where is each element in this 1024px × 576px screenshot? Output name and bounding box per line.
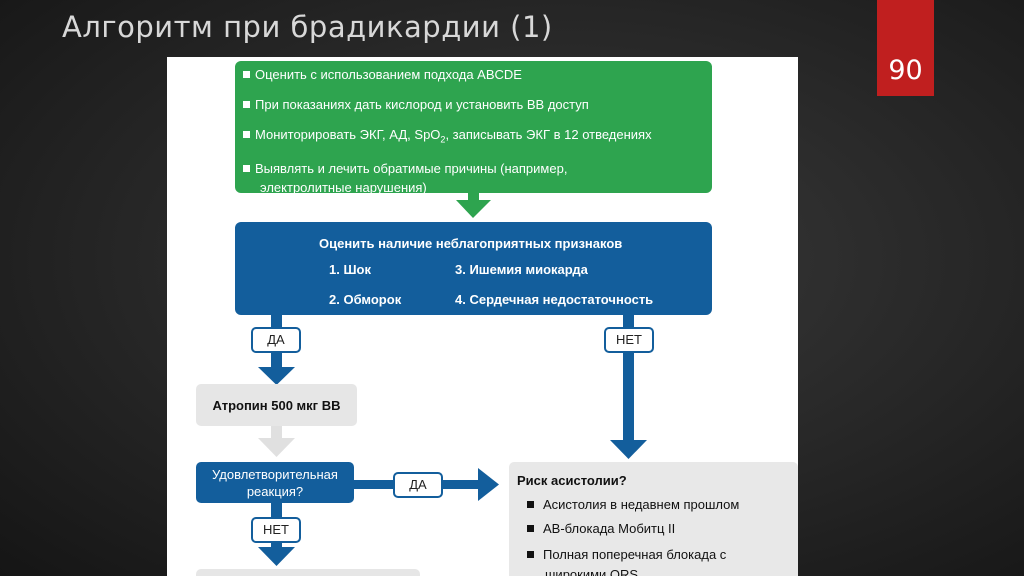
bullet-icon (527, 501, 534, 508)
risk-item-1: Асистолия в недавнем прошлом (527, 497, 739, 512)
sign-syncope: 2. Обморок (329, 292, 402, 307)
no-label-1: НЕТ (604, 327, 654, 353)
assess-item-4-cont: электролитные нарушения) (260, 180, 427, 195)
bullet-icon (243, 131, 250, 138)
slide-title: Алгоритм при брадикардии (1) (62, 10, 553, 44)
bullet-icon (243, 71, 250, 78)
bullet-icon (527, 525, 534, 532)
sign-heart-failure: 4. Сердечная недостаточность (455, 292, 654, 307)
assess-box: Оценить с использованием подхода ABCDE П… (235, 61, 712, 195)
risk-item-2: АВ-блокада Мобитц II (527, 521, 675, 536)
adverse-title: Оценить наличие неблагоприятных признако… (319, 236, 623, 251)
arrow-head-gray (258, 438, 295, 457)
response-box: Удовлетворительная реакция? (196, 462, 354, 503)
arrow-head-yes (258, 367, 295, 385)
assess-item-4: Выявлять и лечить обратимые причины (нап… (243, 160, 567, 177)
sign-shock: 1. Шок (329, 262, 371, 277)
arrow-head-1 (456, 200, 491, 218)
risk-item-3-cont: широкими QRS (545, 567, 639, 576)
arrow-shaft-1 (468, 193, 479, 201)
asystole-risk-box: Риск асистолии? Асистолия в недавнем про… (509, 462, 798, 576)
assess-item-2: При показаниях дать кислород и установит… (243, 96, 589, 113)
arrow-head-yes-2 (478, 468, 499, 501)
arrow-head-no-2 (258, 547, 295, 566)
assess-item-3: Мониторировать ЭКГ, АД, SpO2, записывать… (243, 126, 652, 149)
arrow-shaft-no (623, 315, 634, 442)
bullet-icon (243, 165, 250, 172)
response-line-2: реакция? (246, 484, 304, 499)
bullet-icon (243, 101, 250, 108)
arrow-head-no (610, 440, 647, 459)
atropine-box: Атропин 500 мкг ВВ (196, 384, 357, 426)
yes-label-2: ДА (393, 472, 443, 498)
no-label-2: НЕТ (251, 517, 301, 543)
sign-ischemia: 3. Ишемия миокарда (455, 262, 588, 277)
adverse-signs-box: Оценить наличие неблагоприятных признако… (235, 222, 712, 315)
flowchart-canvas: Оценить с использованием подхода ABCDE П… (167, 57, 798, 576)
bullet-icon (527, 551, 534, 558)
arrow-shaft-gray (271, 426, 282, 440)
risk-title: Риск асистолии? (517, 473, 627, 488)
response-line-1: Удовлетворительная (212, 467, 338, 482)
next-step-box (196, 569, 420, 576)
risk-item-3: Полная поперечная блокада с (527, 547, 726, 562)
page-number-badge: 90 (877, 0, 934, 96)
yes-label-1: ДА (251, 327, 301, 353)
assess-item-1: Оценить с использованием подхода ABCDE (243, 66, 522, 83)
